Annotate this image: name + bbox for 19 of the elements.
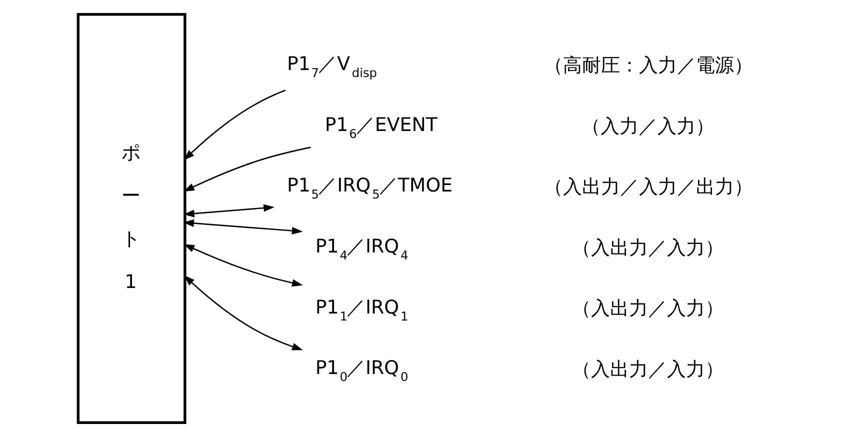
node-text: P1$_{5}$／IRQ$_{5}$／TMOE [286,174,452,202]
node-label: （入出力／入力） [572,358,724,380]
node-label: （入出力／入力） [572,236,724,258]
node-text: P1$_{7}$／V$_{disp}$ [286,52,377,80]
arrow [183,244,302,286]
arrow [183,89,286,160]
arrow [183,274,302,350]
node-label: （入力／入力） [581,114,714,137]
node-label: （高耐圧：入力／電源） [543,54,752,76]
node-text: P1$_{1}$／IRQ$_{1}$ [314,296,408,323]
node-label: （入出力／入力／出力） [543,176,752,198]
node-box: ポート1 [76,12,186,424]
arrow [182,146,310,192]
node-text: P1$_{6}$／EVENT [324,113,437,140]
node-label: （入出力／入力） [572,297,724,320]
node-text: P1$_{0}$／IRQ$_{0}$ [314,356,408,384]
arrow [182,218,302,234]
node-text: P1$_{4}$／IRQ$_{4}$ [314,235,408,262]
arrow [183,204,274,217]
